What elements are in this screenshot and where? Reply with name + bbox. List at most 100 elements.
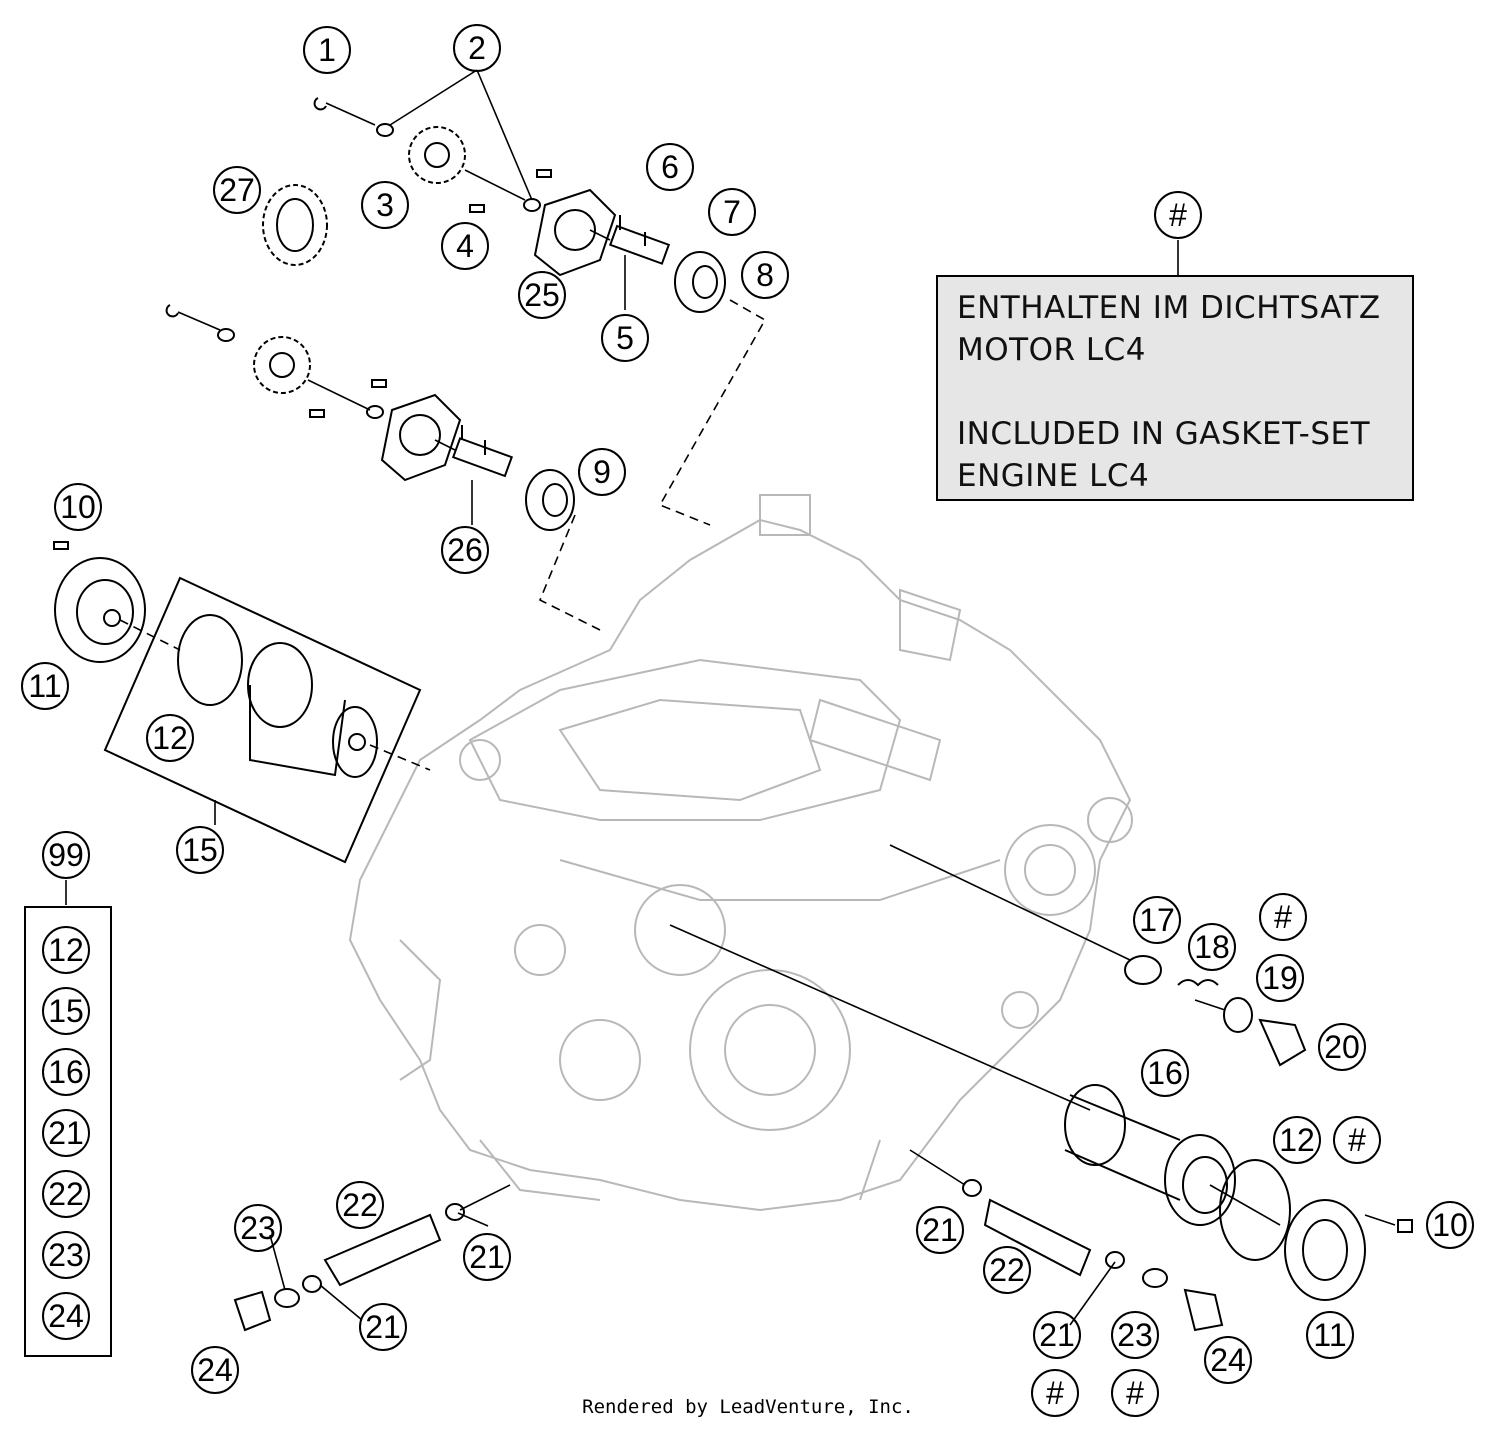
callout-33: 21 (1033, 1311, 1081, 1359)
pump-rotor-8 (674, 251, 726, 313)
callout-number: # (1046, 1375, 1064, 1411)
callout-circle (1141, 1049, 1189, 1097)
callout-0: 1 (303, 26, 351, 74)
kit-item-number: 16 (48, 1054, 84, 1090)
callout-circle (518, 271, 566, 319)
callout-circle (361, 181, 409, 229)
callout-circle (1031, 1369, 1079, 1417)
callout-circle (191, 1346, 239, 1394)
callout-16: 17 (1133, 896, 1181, 944)
callout-number: # (1348, 1122, 1366, 1158)
callout-8: 8 (741, 251, 789, 299)
kit-item: 24 (42, 1292, 90, 1340)
gasket-set-note: # ENTHALTEN IM DICHTSATZ MOTOR LC4 INCLU… (936, 191, 1414, 501)
callout-number: 20 (1324, 1029, 1360, 1065)
callout-number: 7 (723, 194, 741, 230)
callout-circle (1259, 893, 1307, 941)
callout-circle (601, 314, 649, 362)
callout-number: 11 (1313, 1317, 1346, 1353)
note-line-1: ENTHALTEN IM DICHTSATZ (957, 290, 1381, 326)
callout-number: 1 (318, 32, 336, 68)
kit-item-number: 22 (48, 1176, 84, 1212)
callout-32: 22 (983, 1246, 1031, 1294)
kit-item-number: 12 (48, 932, 84, 968)
callout-26: 21 (463, 1233, 511, 1281)
callout-23: # (1333, 1116, 1381, 1164)
callout-circle (646, 143, 694, 191)
callout-19: 19 (1256, 954, 1304, 1002)
callout-number: 26 (447, 532, 483, 568)
callout-number: 22 (342, 1187, 378, 1223)
callout-number: 19 (1262, 960, 1298, 996)
oil-filter-15 (247, 642, 378, 778)
callout-number: 21 (469, 1239, 505, 1275)
kit-item-circle (42, 1170, 90, 1218)
callout-4: 4 (441, 222, 489, 270)
callout-number: # (1274, 899, 1292, 935)
callout-number: 10 (1432, 1207, 1468, 1243)
callout-circle (916, 1206, 964, 1254)
callout-22: 12 (1273, 1116, 1321, 1164)
note-line-2: MOTOR LC4 (957, 332, 1146, 368)
kit-item-circle (42, 1292, 90, 1340)
callout-circle (1273, 1116, 1321, 1164)
oil-pump-lower-assembly (165, 304, 575, 531)
callout-number: 6 (661, 149, 679, 185)
callout-10: 9 (578, 448, 626, 496)
kit-item: 12 (42, 926, 90, 974)
callout-circle (1111, 1311, 1159, 1359)
callout-circle (54, 483, 102, 531)
callout-circle (213, 166, 261, 214)
callout-circle (1033, 1311, 1081, 1359)
callout-number: # (1126, 1375, 1144, 1411)
callout-number: 21 (365, 1309, 401, 1345)
kit-item: 23 (42, 1231, 90, 1279)
note-line-5: ENGINE LC4 (957, 458, 1149, 494)
callout-13: 11 (21, 662, 69, 710)
callout-number: 10 (60, 489, 96, 525)
callout-circle (176, 826, 224, 874)
callout-31: 21 (916, 1206, 964, 1254)
kit-item-number: 15 (48, 993, 84, 1029)
callout-15: 15 (176, 826, 224, 874)
callout-circle (1333, 1116, 1381, 1164)
callout-circle (234, 1204, 282, 1252)
callout-number: 18 (1194, 929, 1230, 965)
sprocket-3 (408, 126, 466, 184)
kit-item-circle (42, 926, 90, 974)
callout-circle (1188, 923, 1236, 971)
relief-valve-group (889, 844, 1307, 1067)
oil-filter-left-group (53, 541, 431, 864)
callout-number: 16 (1147, 1055, 1183, 1091)
callout-number: 21 (922, 1212, 958, 1248)
callout-1: 2 (453, 24, 501, 72)
sprocket-lower (253, 336, 311, 394)
callout-circle (1204, 1336, 1252, 1384)
callout-24: 10 (1426, 1201, 1474, 1249)
callout-18: # (1259, 893, 1307, 941)
callout-37: # (1111, 1369, 1159, 1417)
callout-circle (359, 1303, 407, 1351)
callout-circle (1426, 1201, 1474, 1249)
callout-circle (1256, 954, 1304, 1002)
callout-number: 12 (152, 720, 188, 756)
callout-circle (453, 24, 501, 72)
callout-36: # (1031, 1369, 1079, 1417)
kit-item-circle (42, 987, 90, 1035)
kit-item: 15 (42, 987, 90, 1035)
oil-filter-16 (1064, 1084, 1236, 1226)
callout-number: 12 (1279, 1122, 1315, 1158)
callout-30: 24 (191, 1346, 239, 1394)
engine-crankcase (348, 494, 1133, 1212)
callout-number: 17 (1139, 902, 1175, 938)
callout-circle (1111, 1369, 1159, 1417)
callout-circle (708, 188, 756, 236)
callout-number: 4 (456, 228, 474, 264)
kit-item: 22 (42, 1170, 90, 1218)
callout-21: 16 (1141, 1049, 1189, 1097)
filter-cover-right (1284, 1199, 1366, 1301)
callout-circle (1306, 1311, 1354, 1359)
oil-pump-upper-assembly (262, 97, 726, 313)
callout-number: 23 (1117, 1317, 1153, 1353)
